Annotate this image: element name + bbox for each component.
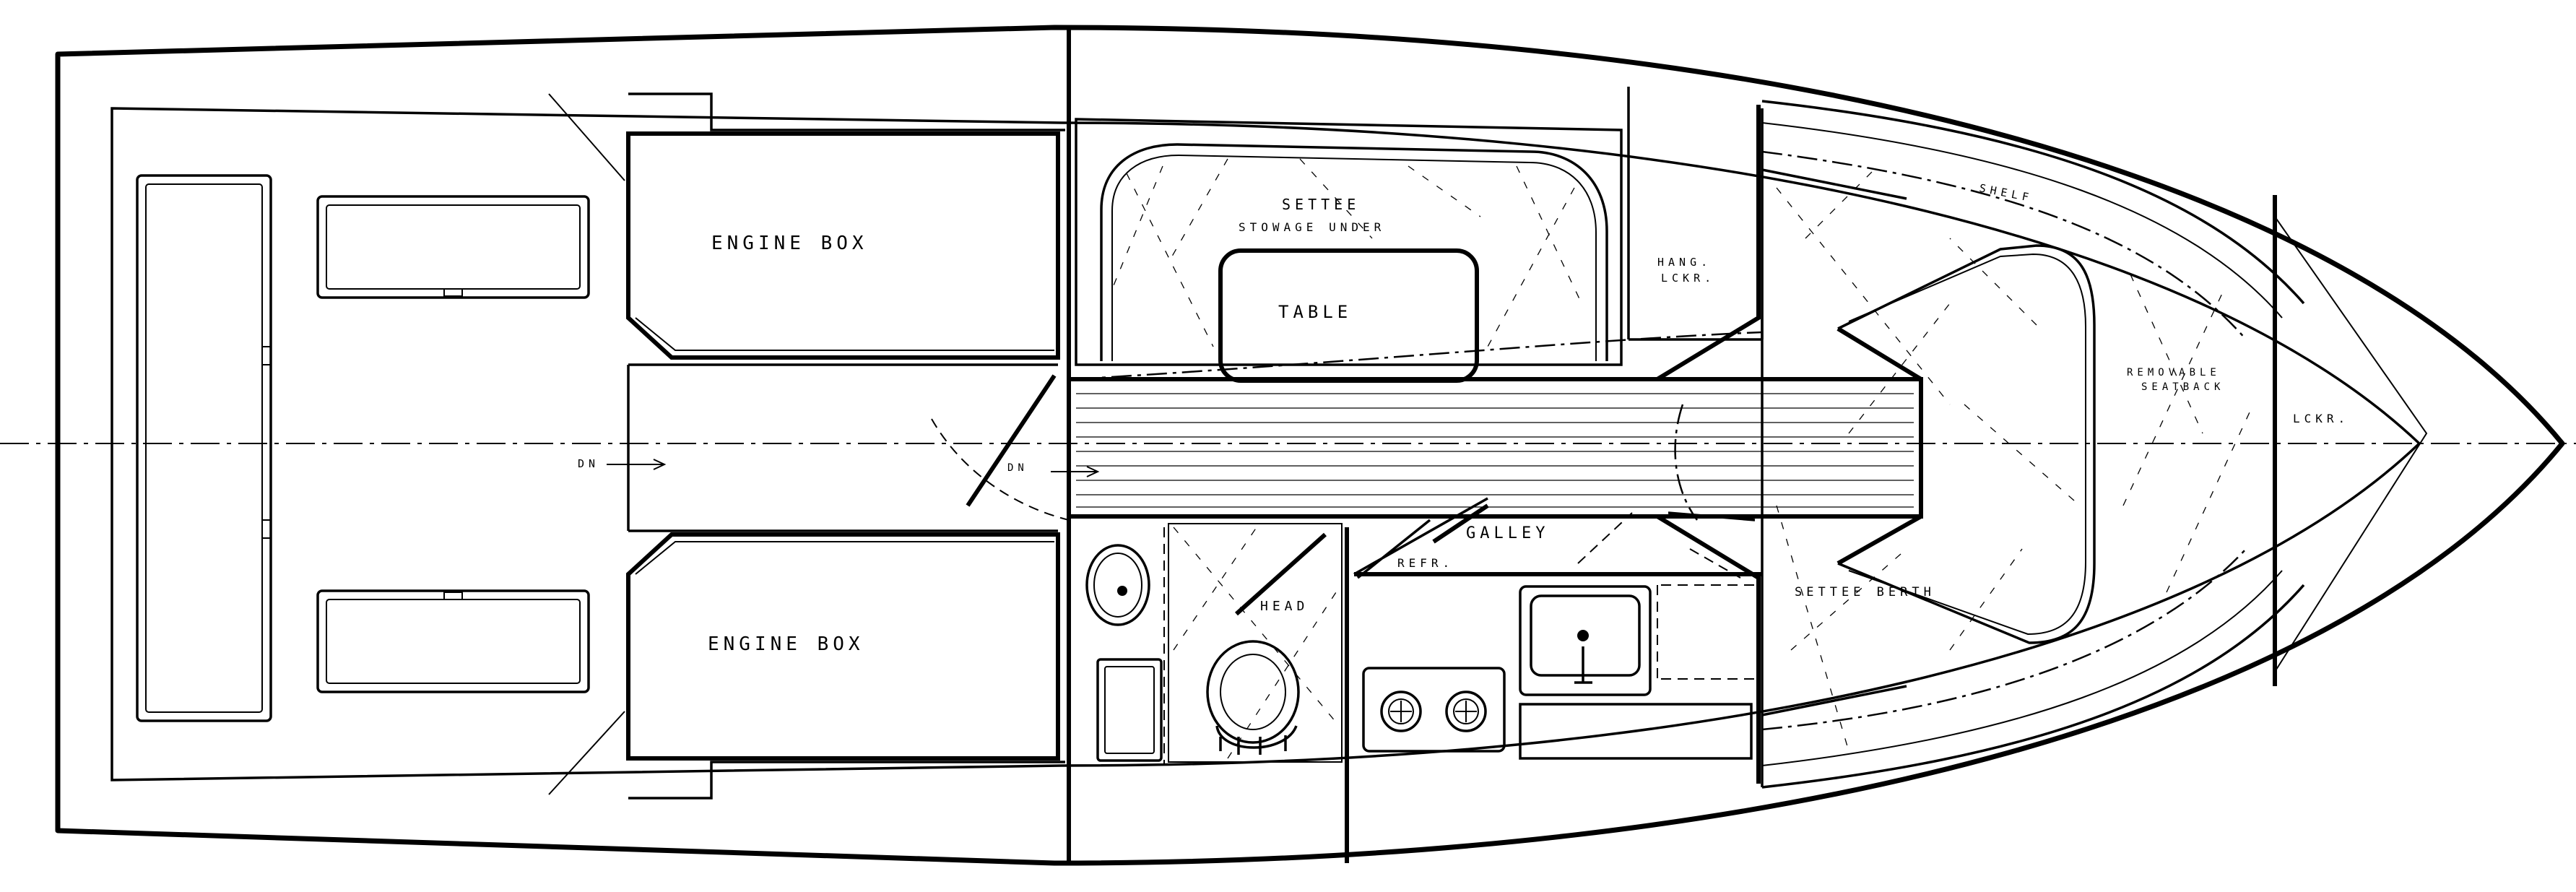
dn-arrow-cabin-label: DN [1007,462,1028,474]
cockpit: DN [136,93,667,795]
galley-label: GALLEY [1466,524,1549,542]
removable-seatback-label-1: REMOVABLE [2127,367,2221,378]
forward-locker: LCKR. [2274,216,2428,672]
removable-seatback-label-2: SEATBACK [2141,381,2224,393]
table-label: TABLE [1278,302,1352,322]
engine-box-upper-label: ENGINE BOX [711,233,868,254]
dn-arrow-aft-label: DN [578,457,599,470]
v-berth: HANG. LCKR. SHELF SETTEE BERTH REMOVABLE… [1656,100,2305,789]
galley: GALLEY REFR. [1353,497,1762,760]
engine-box-lower-label: ENGINE BOX [708,633,864,655]
hang-lckr-label-2: LCKR. [1661,272,1715,285]
bulkheads [1067,27,2277,863]
refer-label: REFR. [1397,556,1454,570]
settee-dinette: SETTEE STOWAGE UNDER TABLE [1075,118,1623,383]
head-compartment: HEAD [1069,515,1347,766]
fwd-lckr-label: LCKR. [2293,412,2349,425]
settee-berth-label: SETTEE BERTH [1795,585,1935,599]
engine-boxes: ENGINE BOX ENGINE BOX [626,92,1065,800]
cabin-sole: DN [931,374,1923,521]
head-label: HEAD [1260,599,1309,614]
stowage-under-label: STOWAGE UNDER [1239,220,1385,234]
hang-lckr-label-1: HANG. [1657,256,1712,269]
settee-label: SETTEE [1282,196,1360,213]
overhead-lines [1075,150,2247,731]
